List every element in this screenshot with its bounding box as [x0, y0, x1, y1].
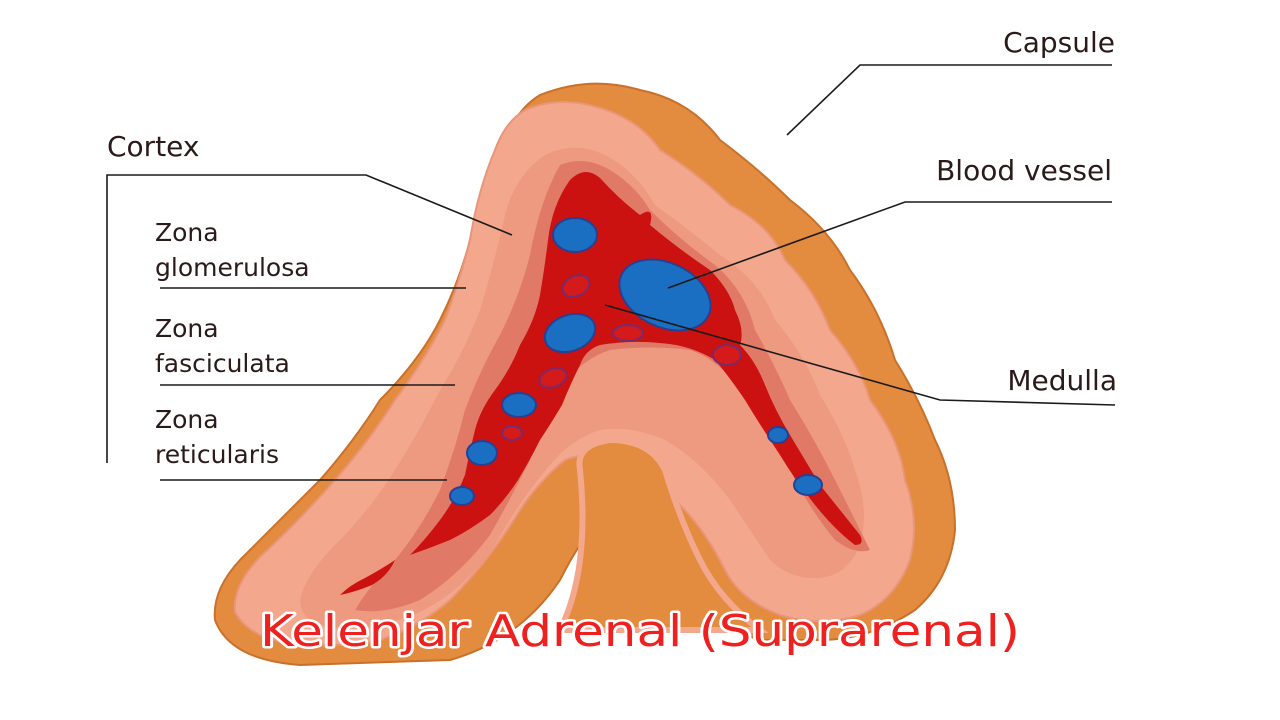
- leader-lines: [106, 64, 1116, 481]
- medulla-streak: [340, 560, 395, 595]
- label-zona-reticularis-line2: reticularis: [155, 440, 279, 469]
- label-zona-glomerulosa-line1: Zona: [155, 218, 219, 247]
- blood-vessel-leader: [667, 201, 1112, 289]
- vessel-red: [538, 367, 568, 389]
- label-blood-vessel: Blood vessel: [936, 154, 1112, 187]
- vessel: [767, 426, 789, 444]
- cortex-leader: [106, 174, 513, 463]
- vessel: [793, 474, 823, 496]
- capsule-notch: [555, 436, 769, 633]
- label-capsule: Capsule: [1003, 26, 1115, 59]
- blood-vessels: [449, 217, 823, 506]
- vessel-red: [712, 344, 742, 366]
- label-zona-glomerulosa-line2: glomerulosa: [155, 253, 310, 282]
- vessel-red: [501, 425, 523, 441]
- inner-arch: [576, 360, 800, 510]
- medulla-leader: [604, 304, 1116, 406]
- vessel: [466, 440, 498, 466]
- vessel-red: [561, 274, 591, 298]
- label-zona-fasciculata-line2: fasciculata: [155, 349, 290, 378]
- caption-title: Kelenjar Adrenal (Suprarenal): [260, 606, 1020, 657]
- label-zona-fasciculata-line1: Zona: [155, 314, 219, 343]
- vessel: [543, 312, 597, 354]
- label-zona-reticularis-line1: Zona: [155, 405, 219, 434]
- label-medulla: Medulla: [1007, 364, 1117, 397]
- label-cortex: Cortex: [107, 130, 199, 163]
- vessel-red: [612, 324, 644, 342]
- vessel-large: [618, 258, 712, 332]
- vessel: [449, 486, 475, 506]
- medulla-layer: [410, 171, 862, 555]
- vessel: [501, 392, 537, 418]
- vessel: [552, 217, 598, 253]
- capsule-leader: [786, 64, 1112, 136]
